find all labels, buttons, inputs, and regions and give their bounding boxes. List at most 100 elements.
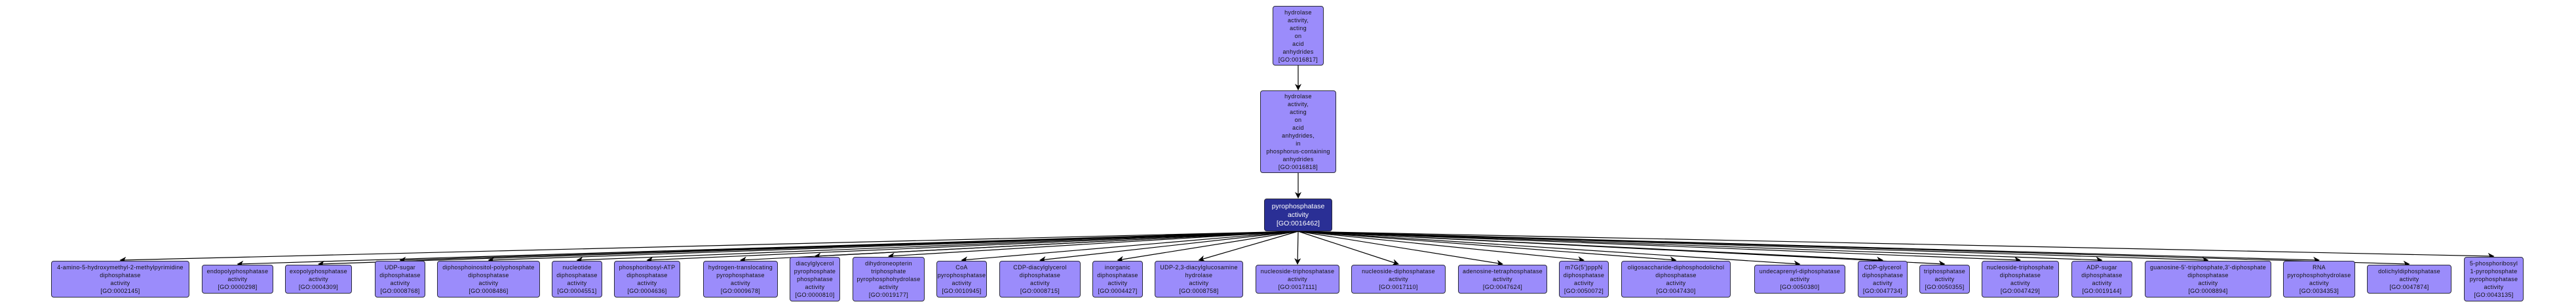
node-label-line: acid — [1292, 40, 1304, 47]
node-label-line: activity — [2198, 280, 2218, 286]
node-label-line: activity — [2010, 280, 2030, 286]
node-label-line: [GO:0019144] — [2082, 288, 2122, 294]
node-label-line: [GO:0008758] — [1179, 288, 1219, 294]
node-label-line: [GO:0017110] — [1379, 284, 1418, 290]
node-label-line: diphosphatase — [1563, 272, 1605, 279]
node-label-line: activity — [1493, 276, 1512, 282]
node-label-line: [GO:0009678] — [720, 288, 761, 294]
node-label-line: anhydrides — [1282, 48, 1314, 55]
node-label-line: diphosphatase — [556, 272, 598, 279]
node-label-line: [GO:0047624] — [1482, 284, 1523, 290]
node-label-line: activity — [478, 280, 499, 286]
node-label-line: triphosphate — [871, 268, 906, 275]
is-a-edge — [1298, 231, 1585, 263]
node-label-line: nucleoside-triphosphatase — [1260, 268, 1335, 275]
is-a-edge — [1298, 231, 1801, 267]
node-label-line: phosphorus-containing — [1266, 148, 1330, 155]
node-label-line: diphosphatase — [1999, 272, 2041, 279]
node-label-line: undecaprenyl-diphosphatase — [1759, 268, 1841, 275]
is-a-edge — [1298, 231, 2495, 260]
is-a-edge — [1298, 231, 2103, 263]
node-label-line: m7G(5')pppN — [1565, 264, 1603, 271]
node-label-line: diphosphatase — [1862, 272, 1904, 279]
node-label-line: inorganic — [1104, 264, 1131, 271]
node-label-line: pyrophosphatase — [1271, 202, 1325, 210]
node-label-line: on — [1294, 32, 1302, 39]
node-label-line: [GO:0019177] — [868, 292, 909, 298]
node-label-line: activity — [879, 284, 898, 290]
node-label-line: nucleoside-triphosphate — [1986, 264, 2054, 271]
node-label-line: UDP-sugar — [384, 264, 416, 271]
node-label-line: acting — [1290, 24, 1307, 31]
is-a-edge — [119, 231, 1299, 263]
node-label-line: activity — [227, 276, 248, 282]
node-label-line: [GO:0034353] — [2299, 288, 2339, 294]
node-label-line: [GO:0004309] — [298, 284, 339, 290]
node-label-line: pyrophosphate — [794, 268, 836, 275]
node-label-line: on — [1294, 117, 1302, 123]
is-a-edge — [1298, 231, 1399, 265]
child-term-node[interactable]: 4-amino-5-hydroxymethyl-2-methylpyrimidi… — [51, 261, 189, 298]
node-label-line: activity — [1873, 280, 1893, 286]
is-a-edge — [646, 231, 1299, 263]
node-label-line: activity — [309, 276, 328, 282]
node-label-line: activity — [731, 280, 750, 286]
node-label-line: [GO:0004427] — [1098, 288, 1138, 294]
child-term-node[interactable]: guanosine-5'-triphosphate,3'-diphosphate… — [2145, 261, 2271, 298]
node-label-line: ADP-sugar — [2086, 264, 2117, 271]
is-a-edge — [1298, 231, 2410, 267]
node-label-line: exopolyphosphatase — [290, 268, 347, 275]
node-label-line: [GO:0010945] — [942, 288, 982, 294]
node-label-line: activity — [2309, 280, 2329, 286]
node-label-line: RNA — [2313, 264, 2326, 271]
node-label-line: pyrophosphohydrolase — [2287, 272, 2351, 279]
is-a-edge — [399, 231, 1299, 263]
is-a-edge — [1298, 231, 1503, 267]
node-label-line: triphosphatase — [1923, 268, 1966, 275]
node-label-line: activity — [1288, 276, 1307, 282]
node-label-line: guanosine-5'-triphosphate,3'-diphosphate — [2149, 264, 2267, 271]
node-label-line: acting — [1290, 109, 1307, 115]
node-label-line: CoA — [955, 264, 968, 271]
is-a-edge — [1198, 231, 1299, 262]
node-label-line: [GO:0050072] — [1564, 288, 1604, 294]
node-label-line: nucleotide — [562, 264, 592, 271]
node-label-line: [GO:0002145] — [100, 288, 140, 294]
node-label-line: dihydroneopterin — [865, 260, 912, 267]
is-a-edge — [576, 231, 1299, 263]
node-label-line: pyrophosphohydrolase — [856, 276, 921, 282]
node-label-line: [GO:0047429] — [2000, 288, 2041, 294]
node-label-line: phosphoribosyl-ATP — [619, 264, 676, 271]
node-label-line: hydrogen-translocating — [708, 264, 773, 271]
